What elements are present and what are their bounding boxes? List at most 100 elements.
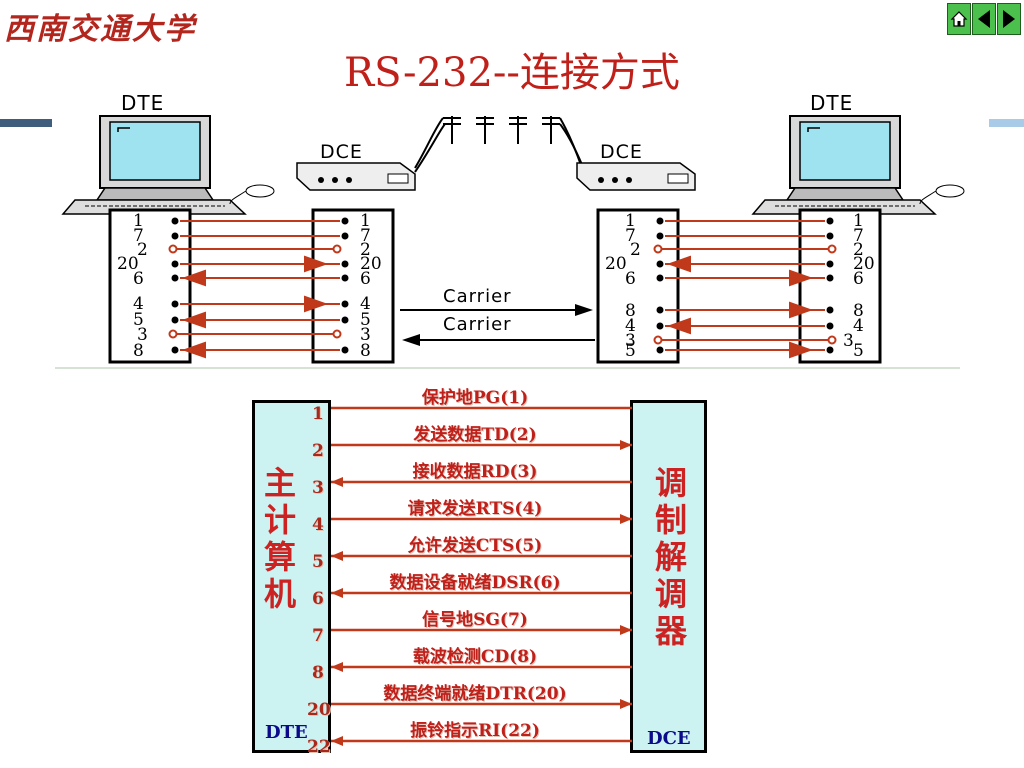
left-modem: DCE [296,141,416,191]
pin-b-3: 3 [360,325,371,345]
triangle-right-icon [1003,10,1015,28]
signal-name: 保护地PG(1) [421,388,529,408]
arrow-right-icon [620,625,632,635]
pin-b-6: 6 [360,269,371,289]
dce-box-tag: DCE [647,728,691,749]
right-dte-label: DTE [810,91,853,115]
signal-name: 振铃指示RI(22) [410,721,540,741]
signal-diagram: 主计算机 DTE 调制解调器 DCE 1 保护地PG(1) 2 发送数据TD(2) 3 接… [0,370,1024,768]
home-button[interactable] [947,3,971,35]
pin-c-8: 8 [625,301,636,321]
connector-c [596,208,680,364]
signal-pin-number: 22 [307,737,331,757]
pin-b-8: 8 [360,341,371,361]
arrow-left-icon [331,736,343,746]
arrow-left-icon [331,477,343,487]
right-wires [660,220,830,359]
signal-pin-number: 20 [307,700,331,720]
signal-name: 发送数据TD(2) [413,425,537,445]
triangle-left-icon [978,10,990,28]
dte-box-label: 主计算机 [263,464,296,613]
telephone-line [414,116,586,173]
signal-pin-number: 6 [312,589,324,609]
pin-c-3: 3 [625,331,636,351]
dte-box-tag: DTE [265,722,308,743]
right-computer: DTE [751,91,965,215]
pin-d-1: 1 [853,211,864,231]
signal-name: 信号地SG(7) [422,610,528,630]
arrow-right-icon [620,440,632,450]
university-logo: 西南交通大学 [4,12,196,47]
dte-box: 主计算机 DTE [252,400,331,753]
pin-d-3: 3 [843,331,854,351]
pin-d-4: 4 [853,316,864,336]
pin-a-3: 3 [137,325,148,345]
signal-pin-number: 5 [312,552,324,572]
arrow-left-icon [331,551,343,561]
signal-lines [331,406,632,746]
dce-box: 调制解调器 DCE [630,400,707,753]
signal-pin-number: 8 [312,663,324,683]
connector-b [311,208,395,364]
connector-a [108,208,192,364]
arrow-right-icon [620,699,632,709]
right-accent-bar [989,119,1024,127]
signal-pin-number: 7 [312,626,324,646]
page-title: RS-232--连接方式 [344,50,680,96]
pin-c-5: 5 [625,341,636,361]
pin-d-2: 2 [853,240,864,260]
pin-c-20: 20 [605,254,627,274]
carrier-label-top: Carrier [443,286,512,307]
pin-a-4: 4 [133,294,144,314]
pin-c-7: 7 [625,226,636,246]
pin-b-20: 20 [360,254,382,274]
signal-pin-number: 1 [312,404,324,424]
signal-name: 接收数据RD(3) [412,462,538,482]
pin-a-7: 7 [133,226,144,246]
signal-name: 请求发送RTS(4) [407,499,543,519]
left-dte-label: DTE [121,91,164,115]
left-accent-bar [0,119,52,127]
pin-c-6: 6 [625,269,636,289]
prev-button[interactable] [972,3,996,35]
arrow-right-icon [620,514,632,524]
pin-d-7: 7 [853,226,864,246]
right-dce-label: DCE [600,141,643,163]
signal-name: 数据设备就绪DSR(6) [389,573,561,593]
next-button[interactable] [997,3,1021,35]
carrier-signals: Carrier Carrier [400,286,595,346]
pin-d-6: 6 [853,269,864,289]
pin-d-20: 20 [853,254,875,274]
pin-c-4: 4 [625,316,636,336]
pin-a-5: 5 [133,310,144,330]
signal-pin-number: 3 [312,478,324,498]
signal-pin-number: 2 [312,441,324,461]
signal-name: 载波检测CD(8) [412,647,538,667]
signal-pin-number: 4 [312,515,324,535]
pin-a-8: 8 [133,341,144,361]
arrow-left-icon [331,662,343,672]
pin-c-1: 1 [625,211,636,231]
pin-d-8: 8 [853,301,864,321]
pin-c-2: 2 [630,240,641,260]
signal-name: 允许发送CTS(5) [407,536,543,556]
arrow-left-icon [331,588,343,598]
pin-b-7: 7 [360,226,371,246]
carrier-label-bottom: Carrier [443,314,512,335]
connection-diagram: DTE DCE DCE DTE [55,91,965,369]
pin-a-6: 6 [133,269,144,289]
pin-a-20: 20 [117,254,139,274]
left-computer: DTE [61,91,275,215]
pin-b-5: 5 [360,310,371,330]
right-modem: DCE [576,141,696,191]
left-wires [175,220,340,359]
pin-b-4: 4 [360,294,371,314]
home-icon [950,11,968,27]
pin-dots [171,217,834,354]
dce-box-label: 调制解调器 [654,464,687,650]
signal-name: 数据终端就绪DTR(20) [383,684,567,704]
left-dce-label: DCE [320,141,363,163]
pin-a-2: 2 [137,240,148,260]
pin-d-5: 5 [853,341,864,361]
pin-b-1: 1 [360,211,371,231]
